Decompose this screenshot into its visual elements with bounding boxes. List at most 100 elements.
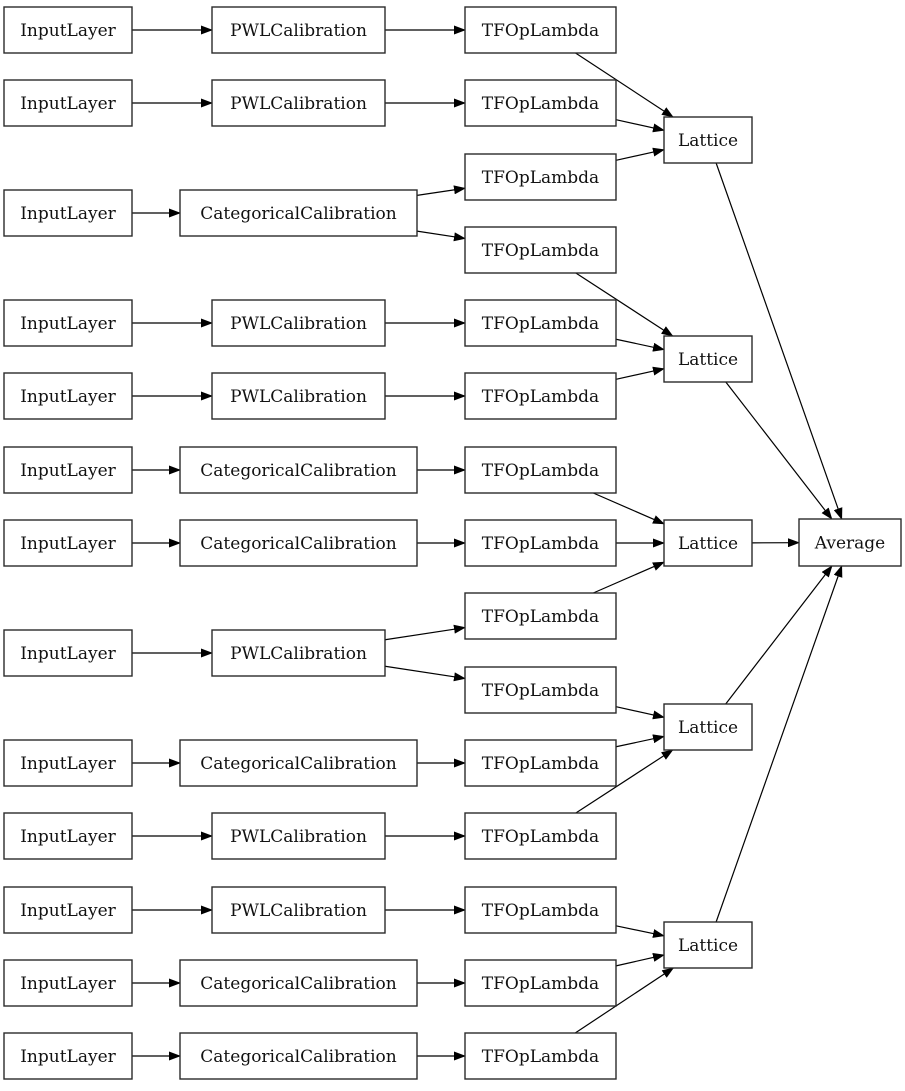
node-in12: InputLayer [4, 960, 132, 1006]
node-label: TFOpLambda [482, 461, 599, 481]
node-tf6: TFOpLambda [465, 373, 616, 419]
node-label: CategoricalCalibration [200, 1047, 396, 1067]
node-cal9: CategoricalCalibration [180, 740, 417, 786]
node-tf13: TFOpLambda [465, 887, 616, 933]
node-label: InputLayer [20, 461, 116, 481]
edge-cal8-tf9 [385, 628, 465, 640]
node-tf2: TFOpLambda [465, 80, 616, 126]
node-label: Lattice [678, 350, 738, 370]
node-cal1: PWLCalibration [212, 7, 385, 53]
node-label: PWLCalibration [230, 827, 367, 847]
node-label: InputLayer [20, 644, 116, 664]
node-in1: InputLayer [4, 7, 132, 53]
node-in2: InputLayer [4, 80, 132, 126]
node-label: Lattice [678, 718, 738, 738]
node-label: TFOpLambda [482, 94, 599, 114]
node-tf3: TFOpLambda [465, 154, 616, 200]
node-label: InputLayer [20, 534, 116, 554]
node-in5: InputLayer [4, 373, 132, 419]
edge-tf2-lat1 [616, 120, 664, 131]
node-label: Lattice [678, 534, 738, 554]
node-label: PWLCalibration [230, 94, 367, 114]
node-cal5: PWLCalibration [212, 373, 385, 419]
node-label: TFOpLambda [482, 681, 599, 701]
node-label: InputLayer [20, 827, 116, 847]
node-label: TFOpLambda [482, 534, 599, 554]
node-avg: Average [799, 519, 901, 566]
node-lat3: Lattice [664, 520, 752, 566]
edge-tf11-lat4 [616, 736, 664, 746]
node-cal7: CategoricalCalibration [180, 520, 417, 566]
node-label: InputLayer [20, 974, 116, 994]
node-in9: InputLayer [4, 740, 132, 786]
node-in8: InputLayer [4, 630, 132, 676]
node-cal10: PWLCalibration [212, 813, 385, 859]
node-label: InputLayer [20, 901, 116, 921]
node-tf10: TFOpLambda [465, 667, 616, 713]
node-in6: InputLayer [4, 447, 132, 493]
node-lat2: Lattice [664, 336, 752, 382]
node-tf9: TFOpLambda [465, 593, 616, 639]
node-label: CategoricalCalibration [200, 754, 396, 774]
edge-tf5-lat2 [616, 339, 664, 349]
node-cal11: PWLCalibration [212, 887, 385, 933]
node-label: TFOpLambda [482, 168, 599, 188]
node-label: CategoricalCalibration [200, 534, 396, 554]
node-label: InputLayer [20, 387, 116, 407]
node-label: Lattice [678, 131, 738, 151]
node-label: TFOpLambda [482, 314, 599, 334]
edge-cal8-tf10 [385, 666, 465, 678]
edge-cal3-tf4 [417, 231, 465, 238]
node-label: InputLayer [20, 1047, 116, 1067]
node-cal2: PWLCalibration [212, 80, 385, 126]
node-label: CategoricalCalibration [200, 461, 396, 481]
node-label: CategoricalCalibration [200, 974, 396, 994]
edge-lat2-avg [726, 382, 832, 519]
node-label: PWLCalibration [230, 314, 367, 334]
node-label: InputLayer [20, 754, 116, 774]
node-tf14: TFOpLambda [465, 960, 616, 1006]
node-label: TFOpLambda [482, 21, 599, 41]
node-cal3: CategoricalCalibration [180, 190, 417, 236]
edge-tf9-lat3 [593, 562, 664, 593]
node-lat5: Lattice [664, 922, 752, 968]
node-tf7: TFOpLambda [465, 447, 616, 493]
edge-cal3-tf3 [417, 188, 465, 195]
node-label: TFOpLambda [482, 387, 599, 407]
node-tf4: TFOpLambda [465, 227, 616, 273]
node-in11: InputLayer [4, 887, 132, 933]
node-tf1: TFOpLambda [465, 7, 616, 53]
node-label: InputLayer [20, 94, 116, 114]
node-tf15: TFOpLambda [465, 1033, 616, 1079]
node-lat1: Lattice [664, 117, 752, 163]
node-in10: InputLayer [4, 813, 132, 859]
edge-tf10-lat4 [616, 707, 664, 718]
node-label: TFOpLambda [482, 1047, 599, 1067]
node-label: InputLayer [20, 314, 116, 334]
node-tf8: TFOpLambda [465, 520, 616, 566]
edge-tf14-lat5 [616, 955, 664, 966]
node-label: InputLayer [20, 21, 116, 41]
node-cal4: PWLCalibration [212, 300, 385, 346]
node-in4: InputLayer [4, 300, 132, 346]
node-label: CategoricalCalibration [200, 204, 396, 224]
edge-tf13-lat5 [616, 926, 664, 936]
edge-tf6-lat2 [616, 369, 664, 380]
node-label: InputLayer [20, 204, 116, 224]
node-tf11: TFOpLambda [465, 740, 616, 786]
node-label: PWLCalibration [230, 644, 367, 664]
node-label: Average [814, 533, 885, 553]
node-cal6: CategoricalCalibration [180, 447, 417, 493]
edge-lat4-avg [726, 566, 832, 704]
node-cal12: CategoricalCalibration [180, 960, 417, 1006]
node-label: TFOpLambda [482, 607, 599, 627]
node-label: TFOpLambda [482, 754, 599, 774]
node-cal13: CategoricalCalibration [180, 1033, 417, 1079]
node-lat4: Lattice [664, 704, 752, 750]
node-label: PWLCalibration [230, 21, 367, 41]
node-label: TFOpLambda [482, 901, 599, 921]
node-label: Lattice [678, 936, 738, 956]
node-in3: InputLayer [4, 190, 132, 236]
